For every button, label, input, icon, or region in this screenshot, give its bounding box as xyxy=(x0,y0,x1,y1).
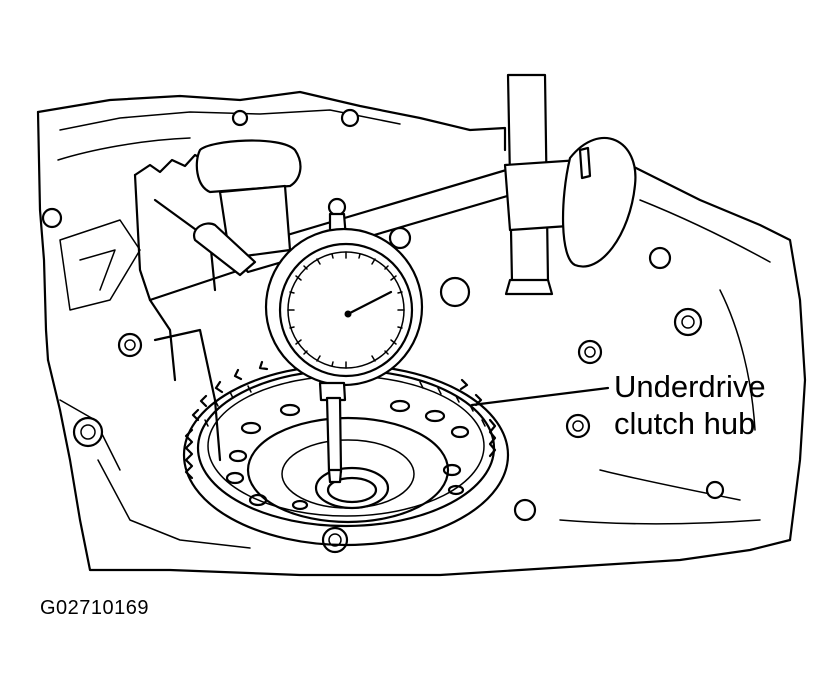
callout-label: Underdrive clutch hub xyxy=(614,368,766,442)
magnetic-stand xyxy=(503,73,637,296)
underdrive-clutch-hub xyxy=(182,360,510,547)
callout-leader-line xyxy=(470,386,610,407)
transaxle-case xyxy=(36,90,807,577)
callout-line-2: clutch hub xyxy=(614,406,756,441)
figure-id: G02710169 xyxy=(40,597,150,619)
dial-graduations xyxy=(287,251,405,369)
dial-needle xyxy=(346,290,393,316)
callout-line-1: Underdrive xyxy=(614,369,766,404)
dial-indicator xyxy=(264,227,424,484)
